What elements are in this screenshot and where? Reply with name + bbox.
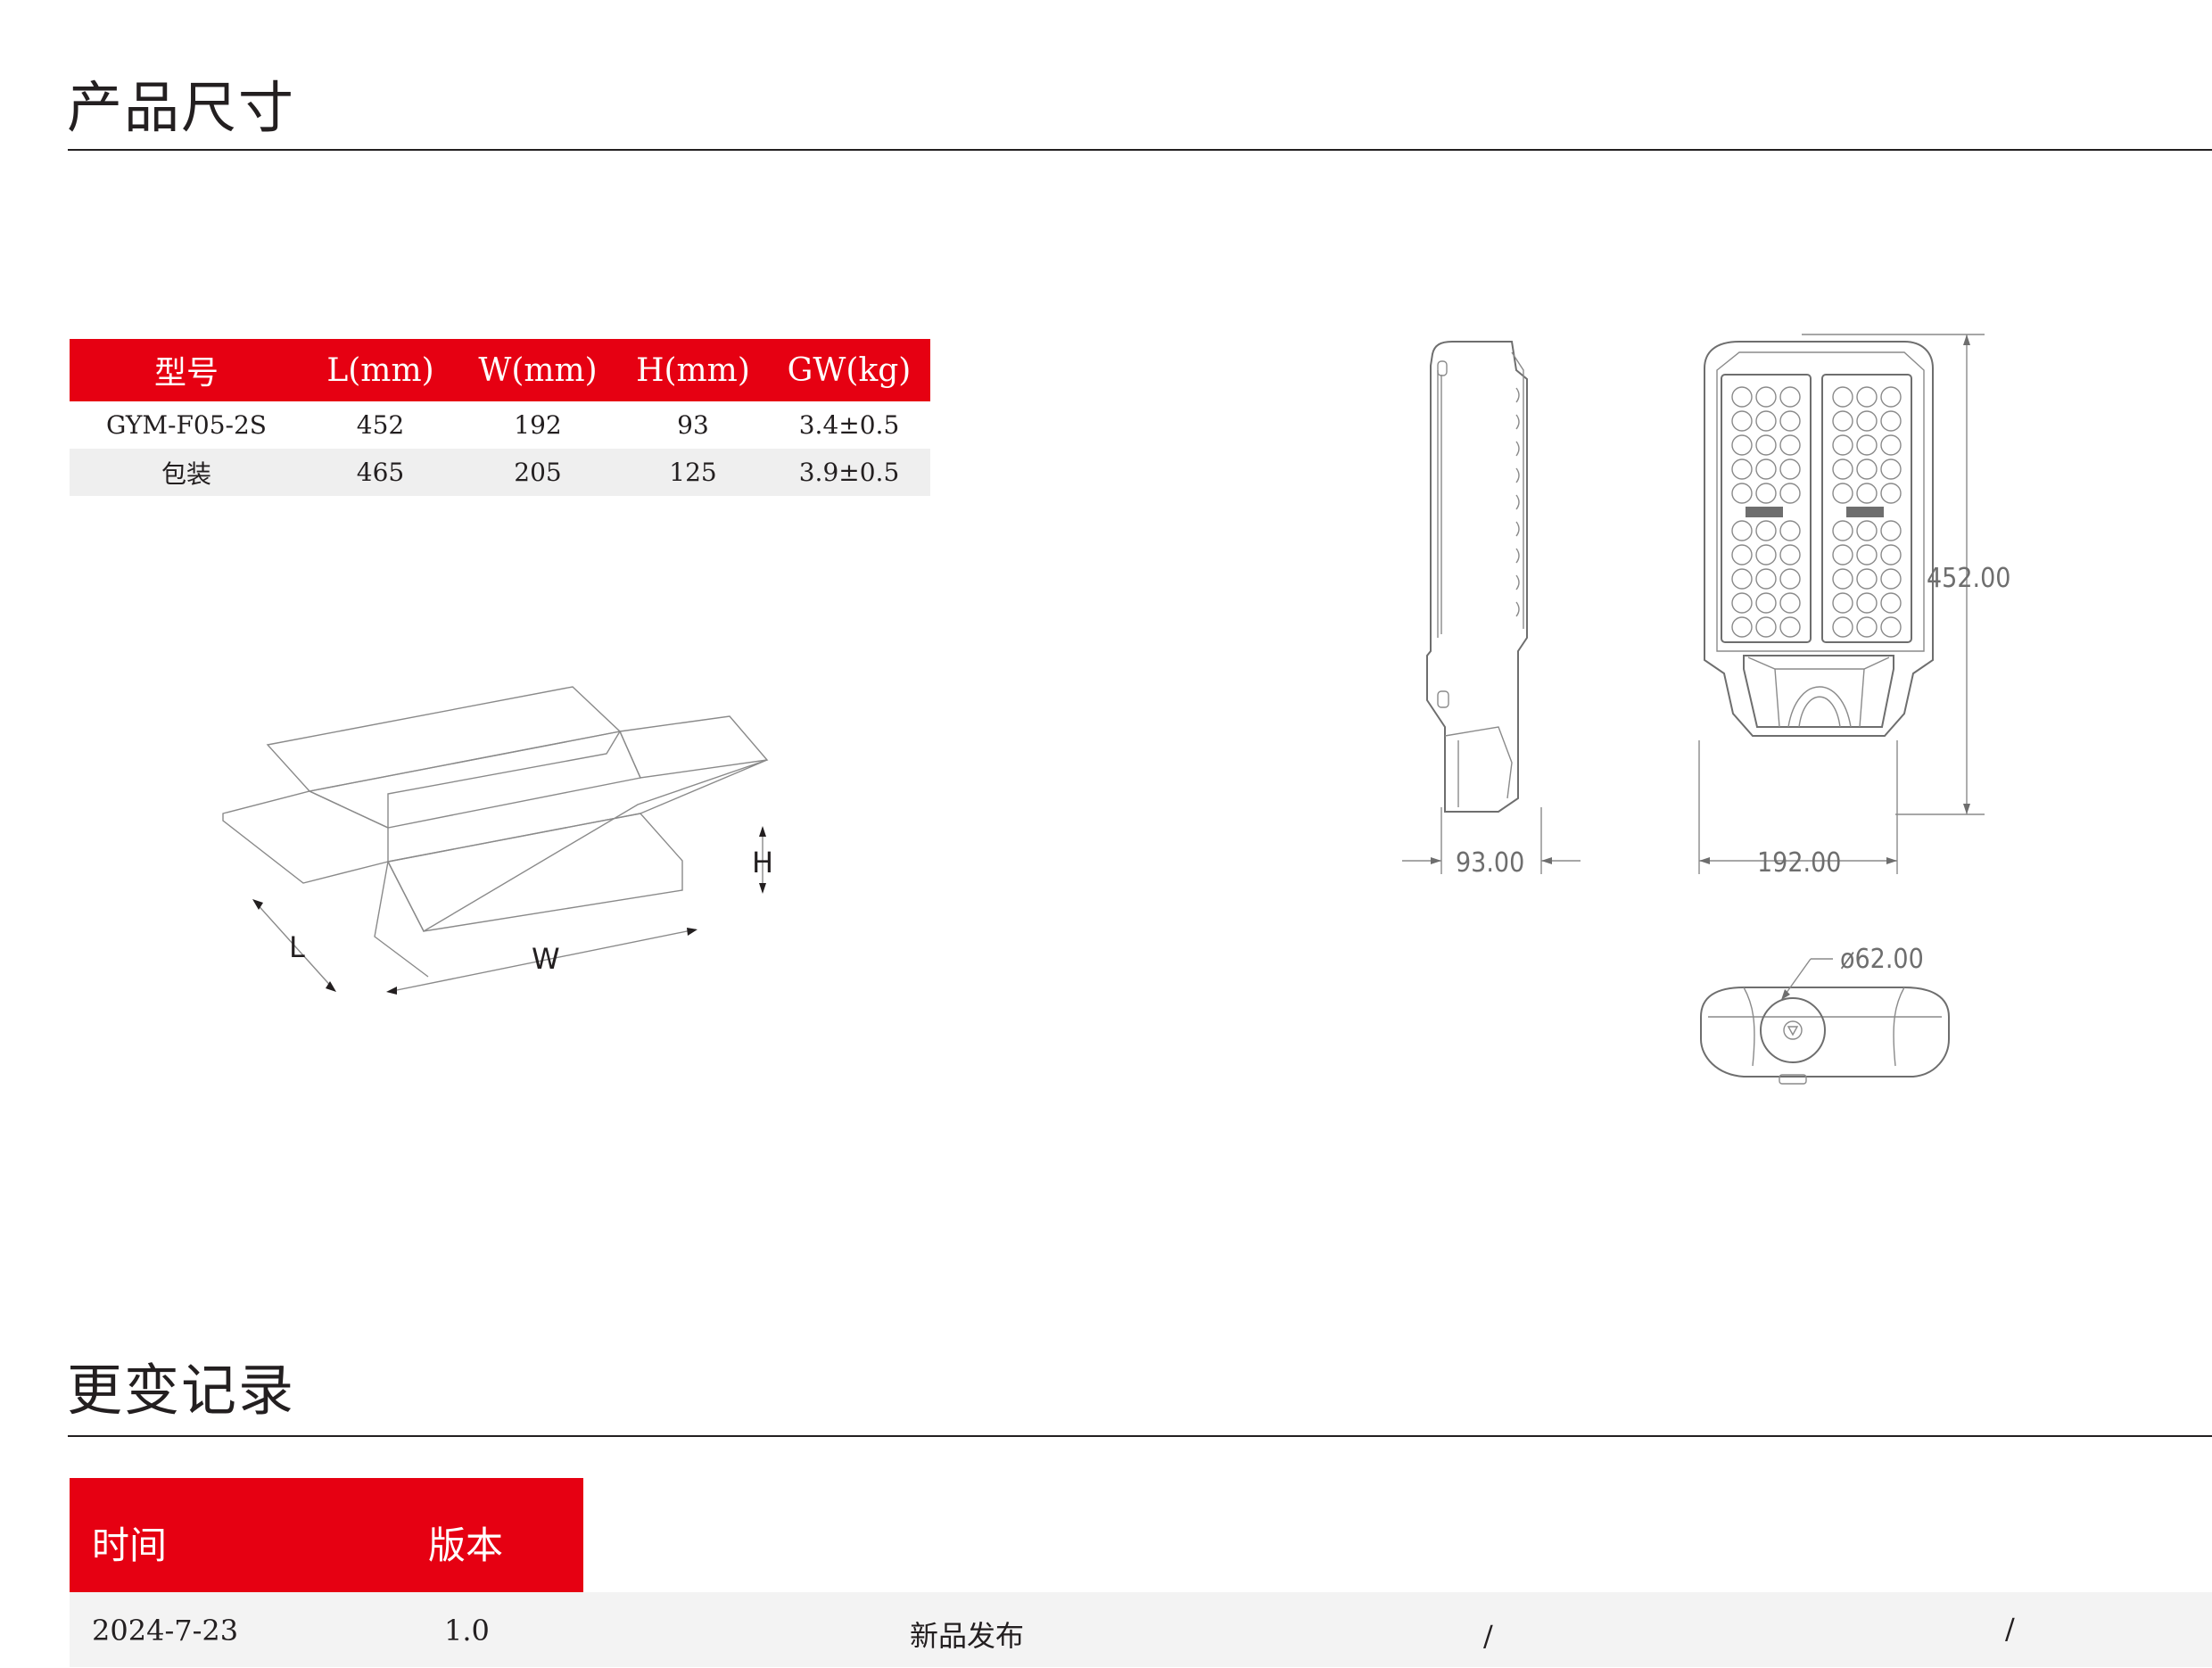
changelog-description: 新品发布 xyxy=(910,1619,1025,1653)
spec-header-model: 型号 xyxy=(153,355,219,392)
table-cell: 3.9±0.5 xyxy=(798,458,900,487)
diameter-dimension: ø62.00 xyxy=(1840,944,1924,975)
table-row: 包装 465 205 125 3.9±0.5 xyxy=(70,449,930,496)
spec-header-weight: GW(kg) xyxy=(787,351,912,389)
table-row: 2024-7-23 1.0 新品发布 / / xyxy=(70,1592,2212,1667)
front-view-drawing: 452.00 192.00 xyxy=(1698,334,2010,879)
table-cell: 465 xyxy=(356,458,405,487)
divider-dimensions xyxy=(68,149,2212,151)
table-cell: GYM-F05-2S xyxy=(105,410,267,440)
divider-changelog xyxy=(68,1435,2212,1437)
table-cell: 93 xyxy=(677,410,709,440)
spec-header-length: L(mm) xyxy=(326,351,434,389)
spec-header-width: W(mm) xyxy=(478,351,598,389)
table-cell: 192 xyxy=(514,410,562,440)
table-cell: 452 xyxy=(356,410,405,440)
table-cell: 包装 xyxy=(161,458,211,489)
changelog-date: 2024-7-23 xyxy=(92,1614,239,1647)
section-title-changelog: 更变记录 xyxy=(67,1358,296,1423)
spec-header-height: H(mm) xyxy=(636,351,750,389)
height-dimension: 452.00 xyxy=(1927,563,2010,594)
changelog-col4: / xyxy=(1483,1619,1493,1653)
box-label-h: H xyxy=(752,846,773,879)
end-view-drawing: ø62.00 xyxy=(1700,944,1950,1085)
table-cell: 205 xyxy=(514,458,562,487)
section-title-dimensions: 产品尺寸 xyxy=(67,75,296,140)
box-label-w: W xyxy=(532,942,560,976)
side-view-drawing: 93.00 xyxy=(1402,341,1581,879)
width-dimension: 192.00 xyxy=(1757,847,1841,879)
changelog-header-time: 时间 xyxy=(92,1523,168,1567)
changelog-table: 时间 版本 2024-7-23 1.0 新品发布 / / xyxy=(70,1478,2212,1667)
changelog-header: 时间 版本 xyxy=(70,1478,583,1592)
table-cell: 3.4±0.5 xyxy=(798,410,900,440)
box-label-l: L xyxy=(289,930,305,964)
table-row: GYM-F05-2S 452 192 93 3.4±0.5 xyxy=(70,401,930,449)
spec-table: 型号 L(mm) W(mm) H(mm) GW(kg) GYM-F05-2S 4… xyxy=(70,339,930,496)
changelog-version: 1.0 xyxy=(444,1614,490,1647)
spec-table-header: 型号 L(mm) W(mm) H(mm) GW(kg) xyxy=(70,339,930,401)
changelog-col5: / xyxy=(2005,1612,2015,1646)
packaging-box-diagram: H L W xyxy=(222,686,773,995)
changelog-header-version: 版本 xyxy=(428,1523,504,1567)
table-cell: 125 xyxy=(669,458,717,487)
depth-dimension: 93.00 xyxy=(1456,847,1524,879)
